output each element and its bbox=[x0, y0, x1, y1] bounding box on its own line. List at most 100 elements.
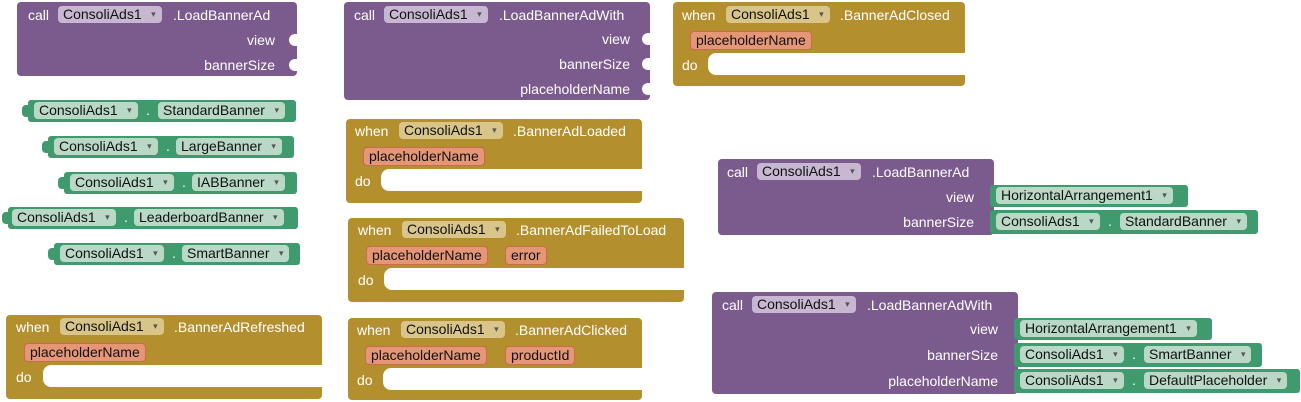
dot-separator: . bbox=[1132, 372, 1136, 388]
component-dropdown[interactable]: ConsoliAds1 bbox=[399, 122, 503, 139]
placeholder-name-param[interactable]: placeholderName bbox=[363, 147, 485, 166]
banner-size-param-label: bannerSize bbox=[559, 56, 630, 72]
component-dropdown[interactable]: ConsoliAds1 bbox=[996, 213, 1100, 230]
banner-size-dropdown[interactable]: LargeBanner bbox=[176, 138, 282, 155]
banner-ad-failed-to-load-event[interactable]: when ConsoliAds1 .BannerAdFailedToLoad p… bbox=[348, 218, 684, 302]
view-param-label: view bbox=[969, 321, 998, 337]
iab-banner-block[interactable]: ConsoliAds1 . IABBanner bbox=[58, 172, 297, 194]
component-dropdown[interactable]: ConsoliAds1 bbox=[12, 209, 116, 226]
banner-size-dropdown[interactable]: SmartBanner bbox=[182, 245, 290, 262]
component-dropdown[interactable]: ConsoliAds1 bbox=[402, 221, 506, 238]
banner-size-dropdown[interactable]: IABBanner bbox=[192, 174, 285, 191]
component-dropdown[interactable]: ConsoliAds1 bbox=[70, 174, 174, 191]
placeholder-name-param[interactable]: placeholderName bbox=[366, 246, 488, 265]
event-name: .BannerAdClosed bbox=[840, 7, 950, 23]
banner-ad-refreshed-event[interactable]: when ConsoliAds1 .BannerAdRefreshed plac… bbox=[6, 315, 322, 399]
event-name: .BannerAdClicked bbox=[515, 322, 628, 338]
leaderboard-banner-block[interactable]: ConsoliAds1 . LeaderboardBanner bbox=[2, 207, 298, 229]
banner-size-socket[interactable] bbox=[642, 58, 650, 70]
large-banner-block[interactable]: ConsoliAds1 . LargeBanner bbox=[42, 136, 294, 158]
component-dropdown[interactable]: ConsoliAds1 bbox=[757, 163, 861, 180]
method-name: .LoadBannerAd bbox=[173, 7, 271, 23]
view-param-label: view bbox=[945, 189, 974, 205]
component-dropdown[interactable]: ConsoliAds1 bbox=[60, 318, 164, 335]
placeholder-name-param-label: placeholderName bbox=[888, 373, 998, 389]
event-name: .BannerAdRefreshed bbox=[174, 319, 305, 335]
horizontal-arrangement-arg[interactable]: HorizontalArrangement1 bbox=[990, 185, 1188, 207]
do-keyword: do bbox=[357, 372, 373, 388]
banner-size-dropdown[interactable]: SmartBanner bbox=[1144, 346, 1252, 363]
method-name: .LoadBannerAdWith bbox=[499, 7, 625, 23]
standard-banner-arg[interactable]: ConsoliAds1 . StandardBanner bbox=[990, 210, 1258, 234]
load-banner-ad-block[interactable]: call ConsoliAds1 .LoadBannerAd view bann… bbox=[17, 2, 297, 76]
placeholder-name-param[interactable]: placeholderName bbox=[365, 346, 487, 365]
banner-size-dropdown[interactable]: StandardBanner bbox=[158, 102, 285, 119]
placeholder-name-socket[interactable] bbox=[642, 83, 650, 95]
horizontal-arrangement-dropdown[interactable]: HorizontalArrangement1 bbox=[996, 187, 1173, 204]
error-param[interactable]: error bbox=[505, 246, 547, 265]
component-dropdown[interactable]: ConsoliAds1 bbox=[58, 6, 162, 23]
output-nub bbox=[22, 105, 29, 117]
component-dropdown[interactable]: ConsoliAds1 bbox=[34, 102, 138, 119]
do-statement-slot[interactable] bbox=[383, 368, 642, 390]
event-name: .BannerAdLoaded bbox=[513, 123, 626, 139]
dot-separator: . bbox=[182, 174, 186, 190]
do-statement-slot[interactable] bbox=[708, 53, 965, 75]
method-name: .LoadBannerAdWith bbox=[867, 297, 993, 313]
placeholder-name-param[interactable]: placeholderName bbox=[690, 31, 812, 50]
when-keyword: when bbox=[16, 319, 50, 335]
output-nub bbox=[42, 141, 49, 153]
component-dropdown[interactable]: ConsoliAds1 bbox=[54, 138, 158, 155]
component-dropdown[interactable]: ConsoliAds1 bbox=[726, 6, 830, 23]
banner-ad-closed-event[interactable]: when ConsoliAds1 .BannerAdClosed placeho… bbox=[673, 2, 965, 86]
load-banner-ad-with-block[interactable]: call ConsoliAds1 .LoadBannerAdWith view … bbox=[344, 2, 650, 100]
banner-size-param-label: bannerSize bbox=[927, 347, 998, 363]
banner-ad-loaded-event[interactable]: when ConsoliAds1 .BannerAdLoaded placeho… bbox=[346, 119, 642, 203]
component-dropdown[interactable]: ConsoliAds1 bbox=[752, 296, 856, 313]
do-statement-slot[interactable] bbox=[381, 169, 642, 191]
when-keyword: when bbox=[355, 123, 389, 139]
banner-ad-clicked-event[interactable]: when ConsoliAds1 .BannerAdClicked placeh… bbox=[348, 318, 642, 400]
smart-banner-block[interactable]: ConsoliAds1 . SmartBanner bbox=[48, 243, 300, 265]
component-dropdown[interactable]: ConsoliAds1 bbox=[1020, 372, 1124, 389]
smart-banner-arg[interactable]: ConsoliAds1 . SmartBanner bbox=[1014, 343, 1262, 367]
component-dropdown[interactable]: ConsoliAds1 bbox=[384, 6, 488, 23]
banner-size-socket[interactable] bbox=[289, 59, 297, 71]
call-keyword: call bbox=[722, 297, 744, 313]
call-keyword: call bbox=[354, 7, 376, 23]
output-nub bbox=[2, 212, 9, 224]
when-keyword: when bbox=[357, 322, 391, 338]
standard-banner-block[interactable]: ConsoliAds1 . StandardBanner bbox=[22, 100, 296, 122]
when-keyword: when bbox=[682, 7, 716, 23]
output-nub bbox=[58, 177, 65, 189]
dot-separator: . bbox=[166, 138, 170, 154]
view-socket[interactable] bbox=[642, 33, 650, 45]
view-socket[interactable] bbox=[289, 34, 297, 46]
horizontal-arrangement-dropdown[interactable]: HorizontalArrangement1 bbox=[1020, 320, 1197, 337]
component-dropdown[interactable]: ConsoliAds1 bbox=[1020, 346, 1124, 363]
do-statement-slot[interactable] bbox=[384, 268, 684, 290]
component-dropdown[interactable]: ConsoliAds1 bbox=[401, 321, 505, 338]
placeholder-name-param[interactable]: placeholderName bbox=[24, 343, 146, 362]
component-dropdown[interactable]: ConsoliAds1 bbox=[60, 245, 164, 262]
do-statement-slot[interactable] bbox=[43, 365, 322, 387]
output-nub bbox=[48, 248, 55, 260]
call-keyword: call bbox=[28, 7, 50, 23]
banner-size-param-label: bannerSize bbox=[204, 57, 275, 73]
banner-size-dropdown[interactable]: LeaderboardBanner bbox=[134, 209, 284, 226]
horizontal-arrangement-arg[interactable]: HorizontalArrangement1 bbox=[1014, 318, 1212, 340]
dot-separator: . bbox=[124, 209, 128, 225]
default-placeholder-dropdown[interactable]: DefaultPlaceholder bbox=[1144, 372, 1288, 389]
placeholder-name-param-label: placeholderName bbox=[520, 81, 630, 97]
banner-size-param-label: bannerSize bbox=[903, 214, 974, 230]
product-id-param[interactable]: productId bbox=[505, 346, 576, 365]
banner-size-dropdown[interactable]: StandardBanner bbox=[1120, 213, 1247, 230]
default-placeholder-arg[interactable]: ConsoliAds1 . DefaultPlaceholder bbox=[1014, 369, 1300, 393]
dot-separator: . bbox=[1132, 346, 1136, 362]
call-keyword: call bbox=[727, 164, 749, 180]
assembled-load-banner-ad-block[interactable]: call ConsoliAds1 .LoadBannerAd view bann… bbox=[718, 159, 994, 235]
assembled-load-banner-ad-with-block[interactable]: call ConsoliAds1 .LoadBannerAdWith view … bbox=[712, 292, 1018, 394]
when-keyword: when bbox=[358, 222, 392, 238]
dot-separator: . bbox=[172, 245, 176, 261]
view-param-label: view bbox=[246, 32, 275, 48]
